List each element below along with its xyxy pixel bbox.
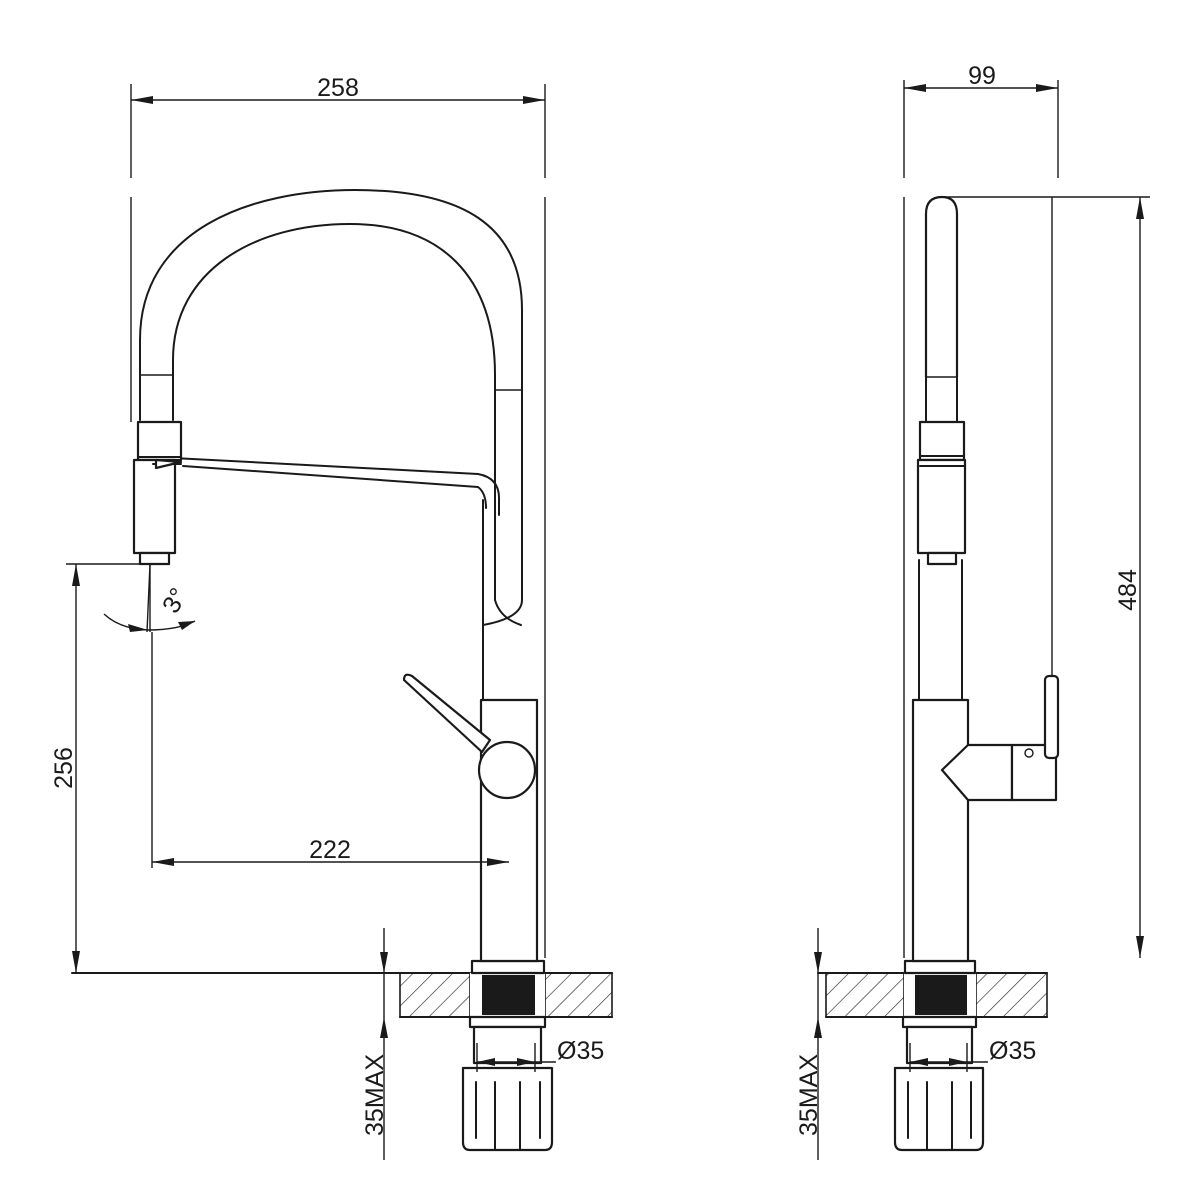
front-shank-cutaway [482,975,535,1015]
side-dim-35max-label: 35MAX [795,1054,823,1136]
front-mounting-shank [461,959,554,1152]
side-35max-dimension: 35MAX [795,928,823,1160]
angle-label: 3° [157,583,193,618]
front-width-dimension: 258 [130,74,546,178]
side-diameter-dimension: Ø35 [909,1037,1036,1072]
front-view: 258 35MAX [50,74,613,1160]
dim-256-label: 256 [50,747,78,789]
front-reach-dimension: 222 [151,632,509,868]
front-spout [132,189,523,701]
side-mounting-shank [893,959,985,1152]
dim-35max-label: 35MAX [361,1054,389,1136]
front-angle-indicator: 3° [103,563,196,633]
front-35max-dimension: 35MAX [361,928,389,1160]
dim-222-label: 222 [309,836,351,864]
side-dim-diameter-label: Ø35 [989,1037,1036,1065]
side-countertop-section [825,972,1048,1018]
dim-99-label: 99 [968,62,996,90]
front-countertop-section [399,972,613,1018]
front-faucet-body [402,673,539,963]
dim-258-label: 258 [317,74,359,102]
front-height-dimension: 256 [50,563,140,973]
side-depth-dimension: 99 [903,62,1059,178]
side-height-dimension: 484 [943,196,1150,958]
side-faucet-body [911,674,1060,963]
front-diameter-dimension: Ø35 [476,1037,604,1072]
side-shank-cutaway [915,975,967,1015]
dim-484-label: 484 [1114,569,1142,611]
dim-diameter-label: Ø35 [557,1037,604,1065]
side-view: 99 484 35MAX [795,62,1150,1160]
side-spout [916,195,967,701]
